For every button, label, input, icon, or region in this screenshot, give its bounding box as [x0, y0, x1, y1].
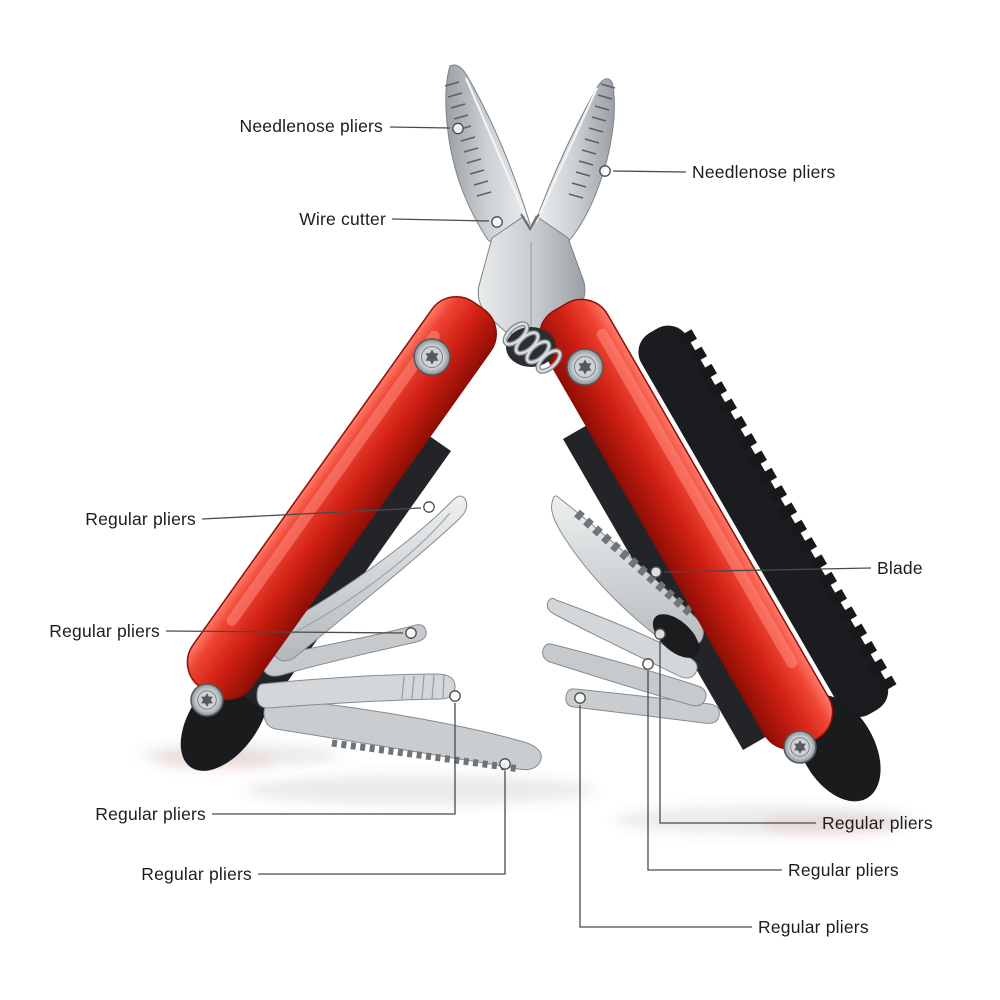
right-channel-liner	[563, 424, 769, 750]
callout-labels: Needlenose pliers Needlenose pliers Wire…	[49, 116, 933, 937]
right-grip-serration	[678, 329, 897, 692]
marker-regular-bottom-right-2	[642, 658, 654, 670]
marker-regular-bottom-left-1	[449, 690, 461, 702]
screws	[190, 338, 817, 764]
marker-needlenose-left	[452, 122, 464, 135]
marker-regular-mid-left	[405, 627, 417, 639]
callout-lines	[165, 126, 872, 928]
leader-wire-cutter	[391, 218, 490, 222]
left-jaw-edge-highlight	[464, 77, 529, 221]
left-tool-file-teeth	[331, 739, 521, 773]
leader-needlenose-right	[612, 170, 687, 173]
label-regular-pliers-upper-left: Regular pliers	[85, 509, 196, 529]
right-jaw-serrations	[568, 83, 616, 199]
label-needlenose-pliers-left: Needlenose pliers	[240, 116, 384, 136]
marker-regular-upper-left	[423, 501, 435, 513]
pliers-head	[444, 64, 616, 335]
left-handle-highlight	[226, 330, 440, 626]
marker-regular-bottom-left-2	[499, 758, 511, 770]
handle-end-screw-left	[190, 683, 224, 717]
right-jaw-edge-highlight	[534, 87, 599, 223]
label-blade: Blade	[877, 558, 923, 578]
right-tool-saw-scale	[652, 614, 700, 658]
left-tool-long-blade-spine	[291, 512, 451, 635]
label-regular-pliers-bottom-left-2: Regular pliers	[141, 864, 252, 884]
label-regular-pliers-bottom-right-1: Regular pliers	[822, 813, 933, 833]
marker-wire-cutter	[491, 216, 503, 228]
right-tool-small-blade	[542, 643, 707, 707]
label-regular-pliers-bottom-left-1: Regular pliers	[95, 804, 206, 824]
leader-regular-upper-left	[201, 507, 422, 520]
label-regular-pliers-bottom-right-2: Regular pliers	[788, 860, 899, 880]
marker-regular-bottom-right-3	[574, 692, 586, 704]
leader-regular-bottom-left-2	[258, 771, 506, 875]
label-regular-pliers-bottom-right-3: Regular pliers	[758, 917, 869, 937]
label-needlenose-pliers-right: Needlenose pliers	[692, 162, 836, 182]
left-tool-long-blade	[269, 495, 468, 662]
leader-regular-bottom-right-3	[579, 705, 752, 928]
label-regular-pliers-mid-left: Regular pliers	[49, 621, 160, 641]
pivot-screw-left	[413, 338, 451, 376]
label-wire-cutter: Wire cutter	[299, 209, 386, 229]
leader-regular-bottom-left-1	[212, 703, 456, 815]
return-spring	[502, 321, 563, 374]
right-tool-saw-teeth	[574, 509, 696, 619]
wire-cutter-notch	[520, 213, 540, 231]
spring-coils-front	[503, 322, 562, 373]
left-fold-out-tools	[256, 495, 542, 773]
callout-markers	[405, 122, 666, 770]
marker-needlenose-right	[599, 165, 611, 177]
marker-blade	[650, 566, 662, 578]
leader-regular-bottom-right-1	[659, 641, 816, 824]
handle-end-screw-right	[783, 730, 817, 764]
leader-needlenose-left	[389, 126, 451, 129]
leader-blade	[663, 567, 872, 573]
right-handle-highlight	[596, 328, 798, 669]
left-tool-flat	[256, 673, 456, 709]
leader-regular-mid-left	[165, 630, 404, 634]
leader-regular-bottom-right-2	[647, 671, 782, 871]
pivot-screw-right	[566, 348, 604, 386]
right-grip-rubber	[638, 325, 889, 718]
marker-regular-bottom-right-1	[654, 628, 666, 640]
left-jaw-serrations	[444, 81, 492, 197]
left-tool-flat-ticks	[401, 674, 445, 700]
